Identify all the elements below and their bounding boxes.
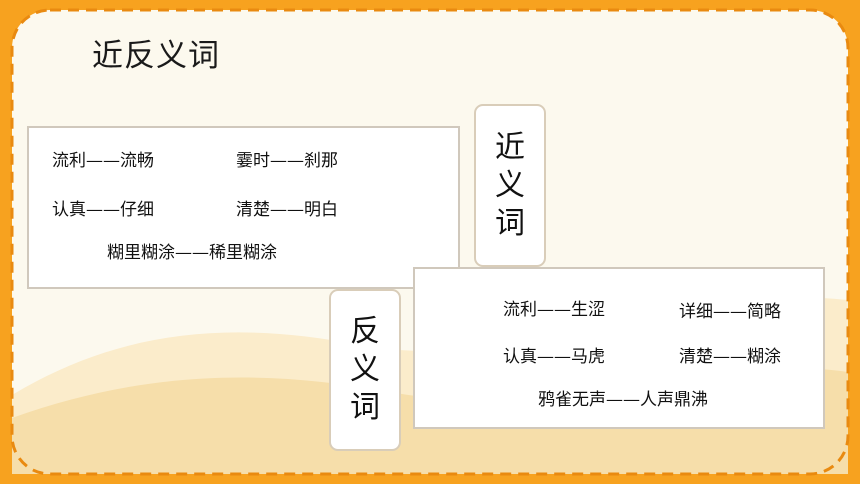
antonym-pair-3: 认真——马虎 — [503, 347, 605, 367]
synonym-label-card: 近 义 词 — [474, 104, 546, 267]
page-title: 近反义词 — [92, 38, 220, 74]
antonym-label-char-2: 义 — [350, 352, 380, 387]
antonym-pair-4: 清楚——糊涂 — [679, 347, 781, 367]
synonym-pair-3: 认真——仔细 — [52, 200, 154, 220]
antonym-label-char-3: 词 — [350, 390, 380, 425]
dashed-border — [10, 8, 850, 476]
synonym-label-char-2: 义 — [495, 167, 525, 203]
antonym-pair-1: 流利——生涩 — [503, 300, 605, 320]
synonym-pair-2: 霎时——刹那 — [236, 151, 338, 171]
synonym-label-char-3: 词 — [495, 205, 525, 241]
synonym-label-char-1: 近 — [495, 129, 525, 165]
antonym-label-char-1: 反 — [350, 314, 380, 349]
antonym-panel — [413, 267, 825, 429]
synonym-pair-4: 清楚——明白 — [236, 200, 338, 220]
synonym-pair-5: 糊里糊涂——稀里糊涂 — [107, 243, 277, 263]
antonym-pair-5: 鸦雀无声——人声鼎沸 — [538, 390, 708, 410]
antonym-pair-2: 详细——简略 — [679, 302, 781, 322]
antonym-label-card: 反 义 词 — [329, 289, 401, 451]
synonym-pair-1: 流利——流畅 — [52, 151, 154, 171]
synonym-panel — [27, 126, 460, 289]
